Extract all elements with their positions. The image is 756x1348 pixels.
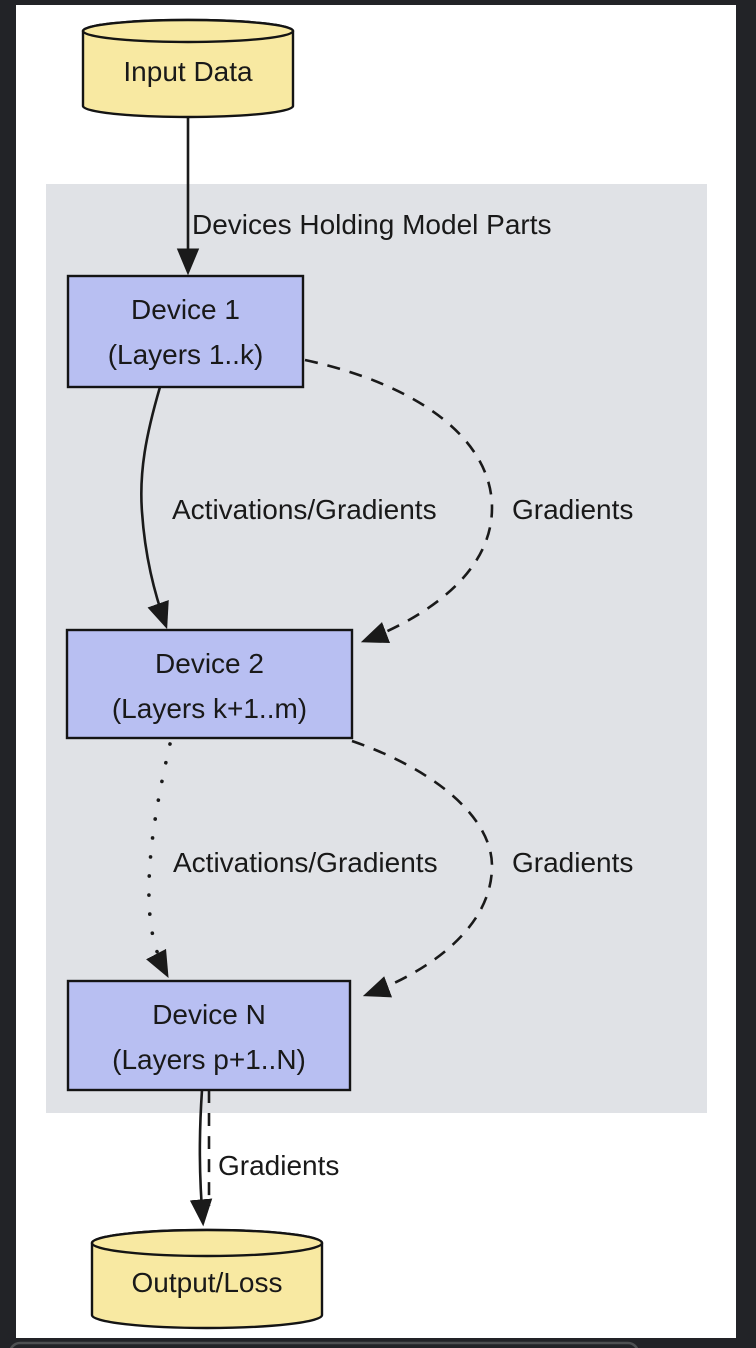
node-input-data bbox=[81, 18, 295, 119]
deviceN-subtitle: (Layers p+1..N) bbox=[112, 1044, 306, 1075]
node-deviceN bbox=[66, 979, 352, 1092]
edge-label-gradients-output: Gradients bbox=[218, 1150, 340, 1181]
edge-label-activations-gradients-1: Activations/Gradients bbox=[172, 494, 437, 525]
node-device1 bbox=[66, 274, 305, 389]
device2-title: Device 2 bbox=[155, 648, 264, 679]
device2-subtitle: (Layers k+1..m) bbox=[111, 693, 308, 724]
device1-title: Device 1 bbox=[131, 294, 240, 325]
input-data-label: Input Data bbox=[123, 56, 253, 87]
device1-subtitle: (Layers 1..k) bbox=[107, 339, 264, 370]
edge-deviceN-to-output bbox=[189, 1089, 213, 1227]
edge-label-gradients-2: Gradients bbox=[512, 847, 634, 878]
edge-device2-to-deviceN-gradients bbox=[351, 739, 494, 998]
deviceN-title: Device N bbox=[152, 999, 266, 1030]
edge-device1-to-device2-gradients bbox=[304, 358, 494, 644]
edge-label-activations-gradients-2: Activations/Gradients bbox=[173, 847, 438, 878]
node-output-loss bbox=[90, 1228, 324, 1330]
edge-label-gradients-1: Gradients bbox=[512, 494, 634, 525]
node-device2 bbox=[65, 628, 354, 740]
background-window-edge bbox=[9, 1341, 639, 1348]
input-cylinder-top bbox=[81, 18, 295, 44]
edge-device1-to-device2-activations bbox=[140, 386, 169, 630]
cluster-title: Devices Holding Model Parts bbox=[192, 209, 552, 240]
output-cylinder-top bbox=[90, 1228, 324, 1258]
output-loss-label: Output/Loss bbox=[131, 1267, 283, 1298]
edge-device2-to-deviceN-activations bbox=[146, 742, 172, 978]
